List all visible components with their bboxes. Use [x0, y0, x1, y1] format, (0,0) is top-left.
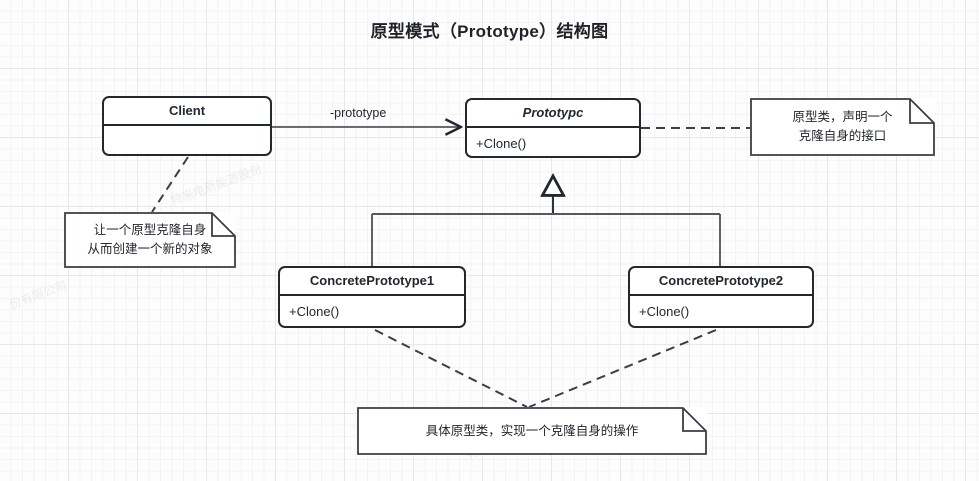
note-text: 原型类，声明一个 克隆自身的接口	[792, 110, 893, 143]
note-shape	[357, 407, 707, 455]
member-clone: +Clone()	[476, 136, 527, 151]
watermark-text: 份有限公司	[7, 278, 69, 312]
member-clone: +Clone()	[639, 304, 690, 319]
class-name-prototype: Prototypc	[467, 100, 639, 128]
class-members-prototype: +Clone()	[467, 128, 639, 153]
member-clone: +Clone()	[289, 304, 340, 319]
note-text: 具体原型类，实现一个克隆自身的操作	[425, 423, 639, 438]
class-name-concreteprototype1: ConcretePrototype1	[280, 268, 464, 296]
page-title: 原型模式（Prototype）结构图	[370, 22, 609, 41]
note-prototype[interactable]: 原型类，声明一个 克隆自身的接口	[750, 98, 935, 156]
note-shape	[64, 212, 236, 268]
edge-concrete1-note	[374, 329, 528, 408]
class-box-prototype[interactable]: Prototypc +Clone()	[465, 98, 641, 158]
edge-label-prototype: -prototype	[330, 106, 387, 120]
edge-client-note	[151, 156, 189, 213]
edge-generalization-bus	[371, 176, 721, 266]
note-text: 让一个原型克隆自身 从而创建一个新的对象	[87, 223, 213, 256]
class-members-client	[104, 126, 270, 133]
class-members-concreteprototype1: +Clone()	[280, 296, 464, 321]
class-name-concreteprototype2: ConcretePrototype2	[630, 268, 812, 296]
note-concrete[interactable]: 具体原型类，实现一个克隆自身的操作	[357, 407, 707, 455]
class-box-client[interactable]: Client	[102, 96, 272, 156]
note-shape	[750, 98, 935, 156]
class-box-concreteprototype2[interactable]: ConcretePrototype2 +Clone()	[628, 266, 814, 328]
watermark-text: 特来电新能源股份	[168, 161, 264, 208]
note-client[interactable]: 让一个原型克隆自身 从而创建一个新的对象	[64, 212, 236, 268]
edge-concrete2-note	[528, 329, 717, 408]
class-box-concreteprototype1[interactable]: ConcretePrototype1 +Clone()	[278, 266, 466, 328]
class-name-client: Client	[104, 98, 270, 126]
class-members-concreteprototype2: +Clone()	[630, 296, 812, 321]
